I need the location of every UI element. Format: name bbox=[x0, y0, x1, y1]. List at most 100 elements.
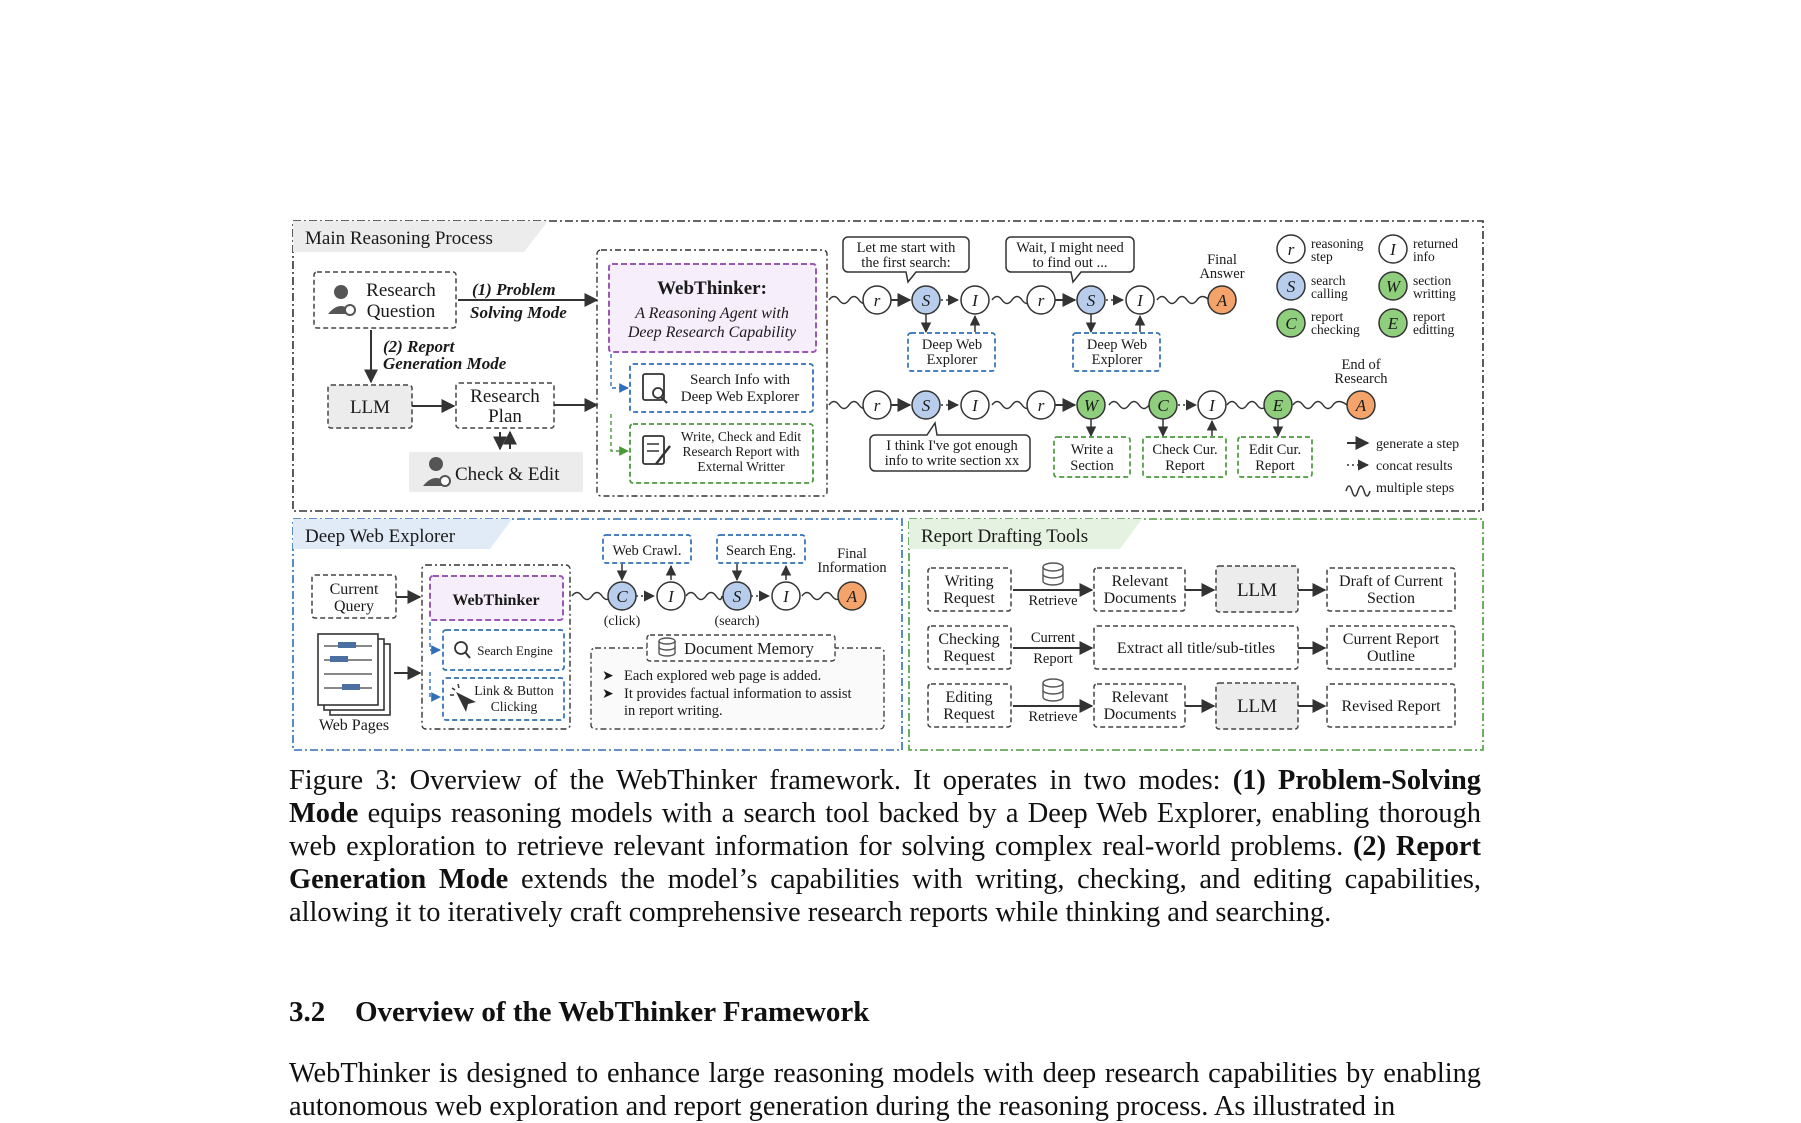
search-engine-label: Search Engine bbox=[477, 643, 553, 658]
write-section-line2: Section bbox=[1070, 458, 1114, 474]
dwe-panel-title: Deep Web Explorer bbox=[305, 526, 456, 547]
svg-text:I: I bbox=[782, 587, 790, 606]
dwe-node-s: S bbox=[722, 581, 752, 611]
web-crawl-box: Web Crawl. bbox=[613, 543, 682, 559]
reasoning-chain-1: r S I r S I A bbox=[828, 285, 1237, 315]
click-label: (click) bbox=[604, 614, 641, 629]
chain1-node-i: I bbox=[960, 285, 990, 315]
dwe-node-c: C bbox=[607, 581, 637, 611]
search-label: (search) bbox=[714, 614, 759, 629]
search-eng-box: Search Eng. bbox=[726, 543, 796, 559]
svg-text:section: section bbox=[1413, 273, 1451, 288]
svg-text:I: I bbox=[1136, 291, 1144, 310]
llm-box: LLM bbox=[350, 397, 390, 418]
svg-text:S: S bbox=[733, 587, 742, 606]
current-query-line1: Current bbox=[330, 581, 379, 598]
current-report-label-line1: Current bbox=[1031, 630, 1075, 646]
caption-prefix: Figure 3: Overview of the WebThinker fra… bbox=[289, 765, 1233, 796]
web-pages-label: Web Pages bbox=[319, 717, 389, 734]
relevant-docs-1-line1: Relevant bbox=[1112, 573, 1169, 590]
tool-write-line1: Write, Check and Edit bbox=[681, 429, 801, 444]
figure-caption: Figure 3: Overview of the WebThinker fra… bbox=[289, 764, 1481, 929]
mode1-label-line1: (1) Problem bbox=[472, 280, 556, 299]
editing-request-line2: Request bbox=[943, 706, 995, 723]
node-legend: r reasoning step I returned info S searc… bbox=[1276, 234, 1458, 338]
link-click-line2: Clicking bbox=[491, 699, 538, 714]
svg-text:r: r bbox=[1038, 291, 1045, 310]
caption-mode1: (1) Problem-Solving Mode bbox=[289, 765, 1481, 829]
rdt-panel-title: Report Drafting Tools bbox=[921, 526, 1088, 547]
checking-request-line1: Checking bbox=[938, 631, 999, 648]
user-check-icon bbox=[423, 457, 451, 487]
dwe-node-i2: I bbox=[771, 581, 801, 611]
svg-text:A: A bbox=[846, 587, 858, 606]
svg-text:concat results: concat results bbox=[1376, 459, 1453, 474]
chain2-node-i: I bbox=[960, 390, 990, 420]
link-click-line1: Link & Button bbox=[474, 683, 554, 698]
svg-text:E: E bbox=[1387, 314, 1399, 333]
chain2-node-s: S bbox=[911, 390, 941, 420]
chain1-node-s2: S bbox=[1076, 285, 1106, 315]
web-pages-icon bbox=[317, 633, 391, 716]
final-info-line2: Information bbox=[817, 560, 887, 576]
svg-text:I: I bbox=[971, 396, 979, 415]
svg-text:checking: checking bbox=[1311, 322, 1360, 337]
svg-text:info: info bbox=[1413, 249, 1435, 264]
thought-bubble-3: I think I've got enough info to write se… bbox=[869, 421, 1031, 472]
current-report-label-line2: Report bbox=[1033, 651, 1072, 667]
svg-text:C: C bbox=[1157, 396, 1169, 415]
svg-text:I think I've got enough: I think I've got enough bbox=[886, 438, 1018, 454]
memory-item-1: Each explored web page is added. bbox=[624, 668, 821, 684]
chain2-node-c: C bbox=[1148, 390, 1178, 420]
main-reasoning-panel: Main Reasoning Process Research Question… bbox=[292, 220, 1484, 512]
editing-request-line1: Editing bbox=[945, 689, 992, 706]
svg-text:I: I bbox=[971, 291, 979, 310]
chain2-node-i2: I bbox=[1197, 390, 1227, 420]
retrieve-label-1: Retrieve bbox=[1028, 593, 1077, 609]
svg-text:C: C bbox=[1285, 314, 1297, 333]
research-question-line2: Question bbox=[367, 301, 436, 322]
svg-text:editting: editting bbox=[1413, 322, 1454, 337]
check-edit-label: Check & Edit bbox=[455, 464, 560, 485]
svg-text:search: search bbox=[1311, 273, 1346, 288]
mode2-label-line2: Generation Mode bbox=[383, 354, 507, 373]
webthinker-subtitle-line1: A Reasoning Agent with bbox=[634, 305, 789, 322]
dwe-node-a: A bbox=[837, 581, 867, 611]
database-icon bbox=[1042, 562, 1064, 586]
chain2-node-a: A bbox=[1346, 390, 1376, 420]
svg-text:calling: calling bbox=[1311, 286, 1348, 301]
svg-text:S: S bbox=[1287, 277, 1296, 296]
research-question-line1: Research bbox=[366, 280, 436, 301]
chain2-node-r2: r bbox=[1026, 390, 1056, 420]
end-of-research-line2: Research bbox=[1334, 371, 1388, 387]
current-query-line2: Query bbox=[334, 598, 374, 615]
chain1-node-a: A bbox=[1207, 285, 1237, 315]
webthinker-title: WebThinker: bbox=[657, 278, 767, 299]
search-icon bbox=[454, 641, 471, 659]
final-answer-line2: Answer bbox=[1199, 266, 1244, 282]
research-plan-line1: Research bbox=[470, 386, 540, 407]
tool-write-line2: Research Report with bbox=[683, 444, 800, 459]
relevant-docs-1-line2: Documents bbox=[1104, 590, 1177, 607]
dwe-chain: C I S I A bbox=[571, 581, 867, 611]
svg-text:➤: ➤ bbox=[602, 669, 614, 684]
tool-write-line3: External Writter bbox=[697, 459, 785, 474]
section-number: 3.2 bbox=[289, 996, 326, 1028]
svg-text:I: I bbox=[1208, 396, 1216, 415]
chain1-node-r: r bbox=[862, 285, 892, 315]
end-of-research-line1: End of bbox=[1341, 357, 1380, 373]
memory-item-3: in report writing. bbox=[624, 703, 723, 719]
chain1-node-r2: r bbox=[1026, 285, 1056, 315]
edit-report-line1: Edit Cur. bbox=[1249, 442, 1301, 458]
chain1-node-s: S bbox=[911, 285, 941, 315]
dwe-box2-line1: Deep Web bbox=[1087, 337, 1147, 353]
svg-text:report: report bbox=[1311, 309, 1343, 324]
svg-text:A: A bbox=[1355, 396, 1367, 415]
svg-text:A: A bbox=[1216, 291, 1228, 310]
chain2-node-w: W bbox=[1076, 390, 1106, 420]
svg-text:r: r bbox=[874, 291, 881, 310]
revised-report-box: Revised Report bbox=[1341, 698, 1441, 715]
svg-text:S: S bbox=[922, 396, 931, 415]
svg-text:C: C bbox=[616, 587, 628, 606]
